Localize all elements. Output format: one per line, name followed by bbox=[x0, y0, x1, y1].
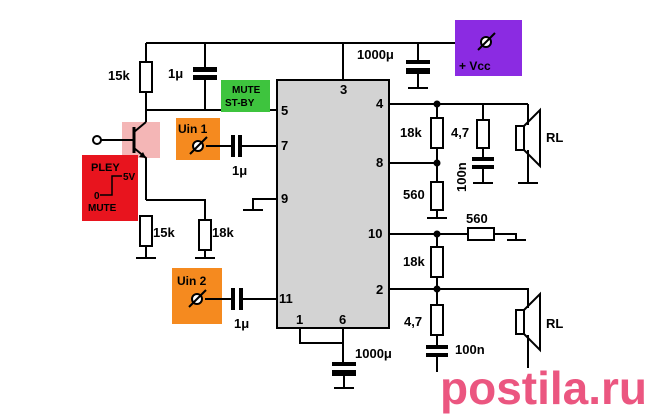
label-5v: 5V bbox=[123, 172, 136, 183]
uin1-box bbox=[176, 118, 220, 160]
label-100n-out2: 100n bbox=[455, 342, 485, 357]
resistor-15k-top bbox=[139, 61, 153, 93]
wire-c1000-bot-gnd bbox=[334, 376, 354, 389]
resistor-560-mid bbox=[467, 227, 495, 241]
capacitor-1u-top-plate bbox=[193, 75, 217, 80]
wire-pin2-out bbox=[389, 288, 529, 308]
speaker-2-cone bbox=[523, 291, 541, 353]
watermark: postila.ru bbox=[440, 362, 647, 414]
uin1-slash bbox=[189, 136, 208, 155]
capacitor-1u-top bbox=[193, 67, 217, 72]
capacitor-100n-out1-plate bbox=[472, 165, 494, 169]
transistor-collector bbox=[133, 121, 147, 133]
wire-560-gnd bbox=[427, 210, 447, 219]
capacitor-1000u-bot-plate bbox=[332, 370, 356, 376]
ic-chip bbox=[276, 79, 390, 329]
pin-9: 9 bbox=[281, 191, 288, 206]
label-560-mid: 560 bbox=[466, 211, 488, 226]
label-standby: ST-BY bbox=[225, 98, 255, 109]
label-18k-out2: 18k bbox=[403, 254, 425, 269]
uin2-slash bbox=[188, 289, 207, 308]
pin-7: 7 bbox=[281, 138, 288, 153]
wire-pin9-gnd bbox=[243, 198, 277, 211]
capacitor-100n-out2-plate bbox=[426, 353, 448, 357]
resistor-4-7-out1 bbox=[476, 119, 490, 149]
resistor-18k-bot bbox=[198, 219, 212, 251]
wire-560-mid-gnd bbox=[494, 233, 526, 241]
label-1000u-bot: 1000μ bbox=[355, 346, 392, 361]
pin-8: 8 bbox=[376, 155, 383, 170]
label-18k-out1: 18k bbox=[400, 125, 422, 140]
label-uin1: Uin 1 bbox=[178, 122, 208, 136]
label-4-7-out2: 4,7 bbox=[404, 314, 422, 329]
resistor-18k-out2 bbox=[430, 246, 444, 278]
capacitor-1000u-bot bbox=[332, 362, 356, 366]
label-rl-2: RL bbox=[546, 316, 563, 331]
label-15k-bot: 15k bbox=[153, 225, 175, 240]
pin-3: 3 bbox=[340, 82, 347, 97]
vcc-slash bbox=[477, 32, 496, 51]
label-1u-top: 1μ bbox=[168, 66, 183, 81]
speaker-1-coil bbox=[515, 125, 525, 151]
label-1u-in2: 1μ bbox=[234, 316, 249, 331]
wire-15k-gnd bbox=[136, 246, 156, 259]
label-uin2: Uin 2 bbox=[177, 274, 207, 288]
capacitor-100n-out2 bbox=[426, 345, 448, 349]
resistor-18k-out1 bbox=[430, 117, 444, 149]
mute-standby-box bbox=[221, 80, 270, 112]
vcc-box bbox=[455, 20, 522, 76]
capacitor-1u-in1-plate bbox=[238, 135, 242, 157]
node-pin4 bbox=[433, 100, 441, 108]
pin-6: 6 bbox=[339, 312, 346, 327]
node-pin8 bbox=[433, 159, 441, 167]
capacitor-1u-in1 bbox=[231, 135, 235, 157]
label-zero: 0 bbox=[94, 191, 100, 202]
wire-100n-out1-gnd bbox=[473, 169, 493, 184]
pin-4: 4 bbox=[376, 96, 384, 111]
capacitor-1u-in2-plate bbox=[239, 288, 243, 310]
pin-1: 1 bbox=[296, 312, 303, 327]
capacitor-1000u-top bbox=[406, 60, 430, 64]
label-1u-in1: 1μ bbox=[232, 163, 247, 178]
label-1000u-top: 1000μ bbox=[357, 47, 394, 62]
capacitor-1000u-top-plate bbox=[406, 68, 430, 74]
wire-pin1-pin6 bbox=[299, 328, 344, 366]
pin-2: 2 bbox=[376, 282, 383, 297]
label-mute: MUTE bbox=[232, 85, 261, 96]
label-pley: PLEY bbox=[91, 162, 120, 174]
capacitor-1u-in2 bbox=[231, 288, 235, 310]
wire-18k-gnd bbox=[195, 250, 215, 259]
emitter-arrow bbox=[139, 152, 146, 158]
resistor-560-out1 bbox=[430, 181, 444, 211]
label-15k-top: 15k bbox=[108, 68, 130, 83]
label-vcc: + Vcc bbox=[459, 59, 491, 73]
wire-emitter-node bbox=[146, 199, 206, 220]
pin-5: 5 bbox=[281, 103, 288, 118]
label-560-out1: 560 bbox=[403, 187, 425, 202]
speaker-1-cone bbox=[523, 107, 541, 169]
switch-symbol bbox=[100, 175, 122, 196]
label-100n-out1: 100n bbox=[454, 162, 469, 192]
resistor-4-7-out2 bbox=[430, 304, 444, 336]
switch-box bbox=[82, 155, 138, 221]
pin-10: 10 bbox=[368, 226, 382, 241]
node-pin2 bbox=[433, 285, 441, 293]
speaker-2-coil bbox=[515, 309, 525, 335]
capacitor-100n-out1 bbox=[472, 157, 494, 161]
resistor-15k-bot bbox=[139, 215, 153, 247]
label-18k-bot: 18k bbox=[212, 225, 234, 240]
switch-terminal bbox=[92, 135, 102, 145]
label-4-7-out1: 4,7 bbox=[451, 125, 469, 140]
label-mute-switch: MUTE bbox=[88, 203, 117, 214]
label-rl-1: RL bbox=[546, 130, 563, 145]
pin-11: 11 bbox=[279, 291, 293, 306]
